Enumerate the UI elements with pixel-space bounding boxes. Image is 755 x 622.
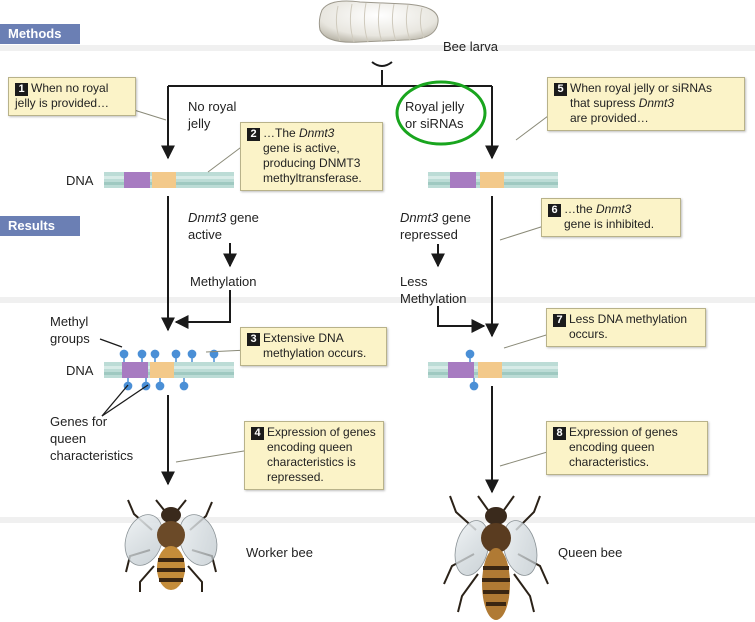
dna-strand-top-right (428, 172, 558, 188)
step-number-3: 3 (247, 333, 260, 346)
worker-bee-illustration (124, 499, 218, 592)
step-number-7: 7 (553, 314, 566, 327)
callout-6-line2: gene is inhibited. (564, 217, 655, 231)
right-flow-arrows (431, 196, 499, 494)
dnmt3-gene-name: Dnmt3 (400, 210, 439, 225)
royal-jelly-label: Royal jelly or siRNAs (405, 98, 464, 132)
callout-4-line1: Expression of genes (267, 425, 376, 439)
worker-bee-label: Worker bee (246, 545, 313, 560)
callout-1-line1: When no royal (31, 81, 109, 95)
methods-tab: Methods (0, 24, 80, 44)
no-royal-jelly-label: No royal jelly (188, 98, 236, 132)
step-number-6: 6 (548, 204, 561, 217)
left-flow-arrows (161, 196, 237, 486)
callout-2: 2…The Dnmt3 gene is active, producing DN… (240, 122, 383, 191)
callout-2-line2: gene is active, (263, 141, 340, 155)
callout-5-line1: When royal jelly or siRNAs (570, 81, 713, 95)
dnmt3-gene-name: Dnmt3 (188, 210, 227, 225)
callout-8-line2: encoding queen (569, 440, 655, 454)
callout-6-gene: Dnmt3 (596, 202, 632, 216)
active-word: active (188, 227, 222, 242)
royal-jelly-line2: or siRNAs (405, 116, 464, 131)
callout-1-line2: jelly is provided… (15, 96, 110, 110)
background-texture (0, 45, 755, 523)
callout-7-line2: occurs. (569, 327, 608, 341)
callout-4-line2: encoding queen (267, 440, 353, 454)
callout-2-gene: Dnmt3 (299, 126, 335, 140)
larva-bracket (371, 61, 393, 67)
callout-4-line4: repressed. (267, 470, 324, 484)
queen-bee-illustration (443, 495, 549, 620)
methyl-groups (119, 349, 219, 391)
dna-label-top: DNA (66, 173, 94, 188)
callout-5-pre: that supress (570, 96, 639, 110)
callout-2-line3: producing DNMT3 (263, 156, 361, 170)
no-royal-jelly-line1: No royal (188, 99, 237, 114)
methyl-line2: groups (50, 331, 90, 346)
no-royal-jelly-line2: jelly (188, 116, 211, 131)
callout-4-line3: characteristics is (267, 455, 356, 469)
dna-strand-methylated (104, 349, 234, 391)
dna-strand-less-methylated (428, 349, 558, 391)
branch-connectors (161, 70, 499, 160)
methyl-groups-label: Methyl groups (50, 313, 90, 347)
callout-2-pre: …The (263, 126, 300, 140)
callout-5-line3: are provided… (570, 111, 649, 125)
callout-6-pre: …the (564, 202, 597, 216)
genes-line3: characteristics (50, 448, 134, 463)
genes-line2: queen (50, 431, 87, 446)
callout-8-line3: characteristics. (569, 455, 650, 469)
callout-8-line1: Expression of genes (569, 425, 678, 439)
repressed-word: repressed (400, 227, 458, 242)
methyl-line1: Methyl (50, 314, 89, 329)
callout-3-line2: methylation occurs. (263, 346, 367, 360)
callout-5-gene: Dnmt3 (638, 96, 675, 110)
step-number-8: 8 (553, 427, 566, 440)
step-number-2: 2 (247, 128, 260, 141)
queen-bee-label: Queen bee (558, 545, 623, 560)
dnmt3-active-label: Dnmt3 gene active (188, 209, 259, 243)
blank-patch (128, 593, 214, 613)
gene-word: gene (226, 210, 259, 225)
step-number-5: 5 (554, 83, 567, 96)
larva-label: Bee larva (443, 39, 498, 54)
dnmt3-repressed-label: Dnmt3 gene repressed (400, 209, 471, 243)
callout-3-line1: Extensive DNA (263, 331, 344, 345)
results-tab: Results (0, 216, 80, 236)
dna-label-bottom: DNA (66, 363, 94, 378)
less-word: Less (400, 274, 428, 289)
gene-word: gene (438, 210, 471, 225)
bee-larva-illustration (318, 0, 439, 43)
callout-7-line1: Less DNA methylation (569, 312, 688, 326)
dna-strand-top-left (104, 172, 234, 188)
genes-line1: Genes for (50, 414, 108, 429)
callout-2-line4: methyltransferase. (263, 171, 362, 185)
methylation-word: Methylation (400, 291, 467, 306)
less-methylation-label: Less Methylation (400, 273, 466, 307)
highlight-circle (395, 80, 487, 146)
royal-jelly-line1: Royal jelly (405, 99, 465, 114)
step-number-1: 1 (15, 83, 28, 96)
genes-for-queen-label: Genes for queen characteristics (50, 413, 133, 464)
step-number-4: 4 (251, 427, 264, 440)
methylation-label: Methylation (190, 274, 257, 289)
label-pointers (99, 338, 149, 417)
callout-6: 6…the Dnmt3 gene is inhibited. (541, 198, 681, 237)
